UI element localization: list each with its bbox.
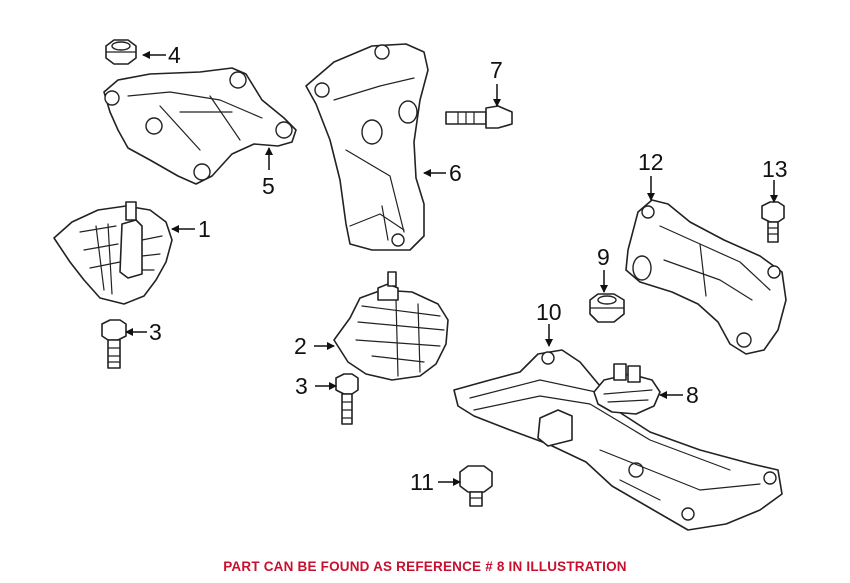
callout-6: 6 — [423, 160, 462, 186]
part-12-transmission-bracket — [625, 199, 787, 355]
part-2-engine-mount — [333, 271, 449, 381]
callout-9-label: 9 — [597, 244, 610, 270]
callout-3-center: 3 — [295, 373, 337, 399]
part-10-crossmember — [453, 349, 783, 531]
callout-9: 9 — [597, 244, 610, 293]
part-3-bolt-center — [335, 373, 359, 425]
callout-2-label: 2 — [294, 333, 307, 359]
callout-3-left: 3 — [125, 319, 162, 345]
callout-3-left-label: 3 — [149, 319, 162, 345]
part-3-bolt-left — [101, 319, 127, 369]
callout-12-label: 12 — [638, 149, 664, 175]
callout-1-label: 1 — [198, 216, 211, 242]
part-7-bolt — [445, 105, 513, 129]
callout-7: 7 — [490, 57, 503, 107]
callout-1: 1 — [171, 216, 211, 242]
callout-11-label: 11 — [410, 469, 434, 495]
callout-4-label: 4 — [168, 42, 181, 68]
callout-10-label: 10 — [536, 299, 562, 325]
callout-11: 11 — [410, 469, 461, 495]
callout-3-center-label: 3 — [295, 373, 308, 399]
callout-7-label: 7 — [490, 57, 503, 83]
part-9-nut — [589, 293, 625, 323]
part-8-transmission-mount — [593, 363, 661, 415]
part-6-bracket — [305, 43, 429, 251]
callout-5-label: 5 — [262, 173, 275, 199]
callout-4: 4 — [142, 42, 181, 68]
callout-12: 12 — [638, 149, 664, 201]
callout-10: 10 — [536, 299, 562, 347]
callout-13-label: 13 — [762, 156, 788, 182]
callout-6-label: 6 — [449, 160, 462, 186]
part-1-engine-mount — [53, 201, 173, 305]
callout-8: 8 — [659, 382, 699, 408]
reference-note: PART CAN BE FOUND AS REFERENCE # 8 IN IL… — [223, 559, 627, 574]
callout-2: 2 — [294, 333, 335, 359]
callout-13: 13 — [762, 156, 788, 203]
part-4-nut — [105, 39, 137, 65]
callout-5: 5 — [262, 147, 275, 199]
part-13-bolt — [761, 201, 785, 243]
part-11-bolt — [459, 465, 493, 507]
callout-8-label: 8 — [686, 382, 699, 408]
part-5-bracket — [103, 67, 297, 185]
